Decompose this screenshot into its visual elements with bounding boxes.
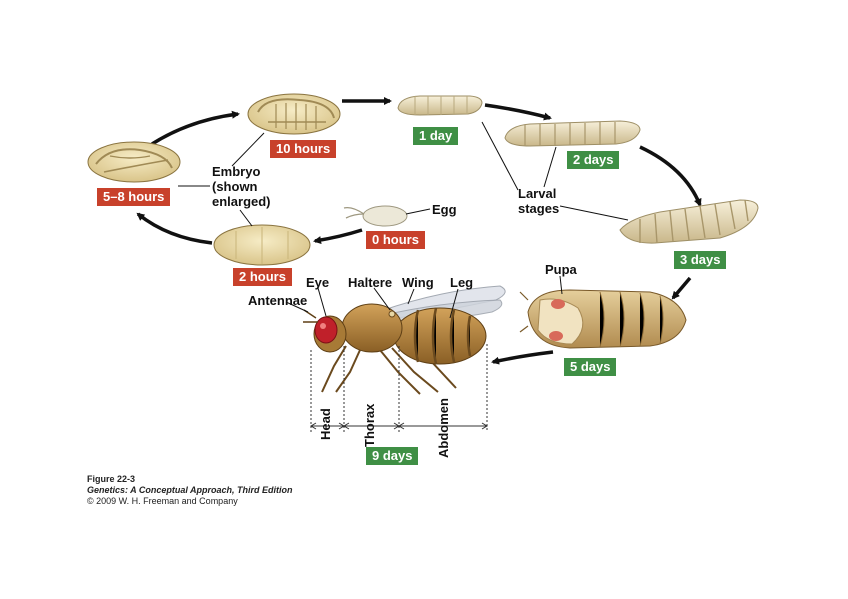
badge-10-hours: 10 hours [270,140,337,158]
arrow-pupa-to-adult [491,350,554,365]
figure-caption: Figure 22-3 Genetics: A Conceptual Appro… [87,474,293,507]
badge-3-days: 3 days [674,251,727,269]
label-egg: Egg [432,202,457,217]
segment-measure [310,344,488,432]
leg-pointer [449,288,459,319]
label-larval-line2: stages [518,201,560,216]
label-embryo-line1: Embryo [212,164,261,179]
label-larval-line1: Larval [518,186,557,201]
arrow-3days-to-pupa [671,276,692,300]
caption-copyright: © 2009 W. H. Freeman and Company [87,496,238,506]
wing-pointer [407,288,415,305]
haltere-pointer [373,287,391,311]
larva-1-day-illustration [397,95,483,116]
label-abdomen: Abdomen [436,398,451,458]
badge-2-hours: 2 hours [233,268,292,286]
arrow-1day-to-2days [484,103,552,121]
badge-2-days: 2 days [567,151,620,169]
badge-0-hours: 0 hours [366,231,425,249]
label-pupa: Pupa [545,262,577,277]
larval-pointer-1day [481,121,519,191]
badge-5-8-hours: 5–8 hours [97,188,171,206]
embryo-5-8-hours-illustration [87,141,181,183]
embryo-pointer-top [231,132,265,167]
embryo-pointer-bottom [239,209,253,227]
label-embryo-line3: enlarged) [212,194,271,209]
pupa-illustration [519,289,687,349]
label-eye: Eye [306,275,330,290]
label-head: Head [318,408,333,440]
badge-5-days: 5 days [564,358,617,376]
adult-fly-illustration [303,285,506,395]
egg-pointer [405,208,431,215]
caption-book-title: Genetics: A Conceptual Approach, Third E… [87,485,293,495]
caption-figure-number: Figure 22-3 [87,474,136,484]
embryo-10-hours-illustration [247,93,341,135]
label-embryo-line2: (shown [212,179,258,194]
larval-pointer-3days [559,205,629,221]
egg-illustration [343,205,408,227]
embryo-2-hours-illustration [213,224,311,266]
label-leg: Leg [450,275,474,290]
label-larval-stages: Larval stages [518,186,559,216]
larva-3-days-illustration [619,199,759,244]
pupa-pointer [559,275,563,295]
arrow-egg-to-2h [313,228,363,245]
arrow-5-8h-to-10h [151,110,240,146]
arrow-2days-to-3days [639,145,702,207]
antennae-pointer [285,301,309,313]
label-embryo: Embryo (shown enlarged) [212,164,271,209]
eye-pointer [317,287,327,317]
larva-2-days-illustration [504,120,641,147]
badge-9-days: 9 days [366,447,419,465]
larval-pointer-2days [543,146,557,188]
label-antennae: Antennae [248,293,308,308]
badge-1-day: 1 day [413,127,459,145]
label-thorax: Thorax [362,403,377,447]
label-wing: Wing [402,275,434,290]
arrow-2h-to-5-8h [136,212,213,245]
label-haltere: Haltere [348,275,393,290]
